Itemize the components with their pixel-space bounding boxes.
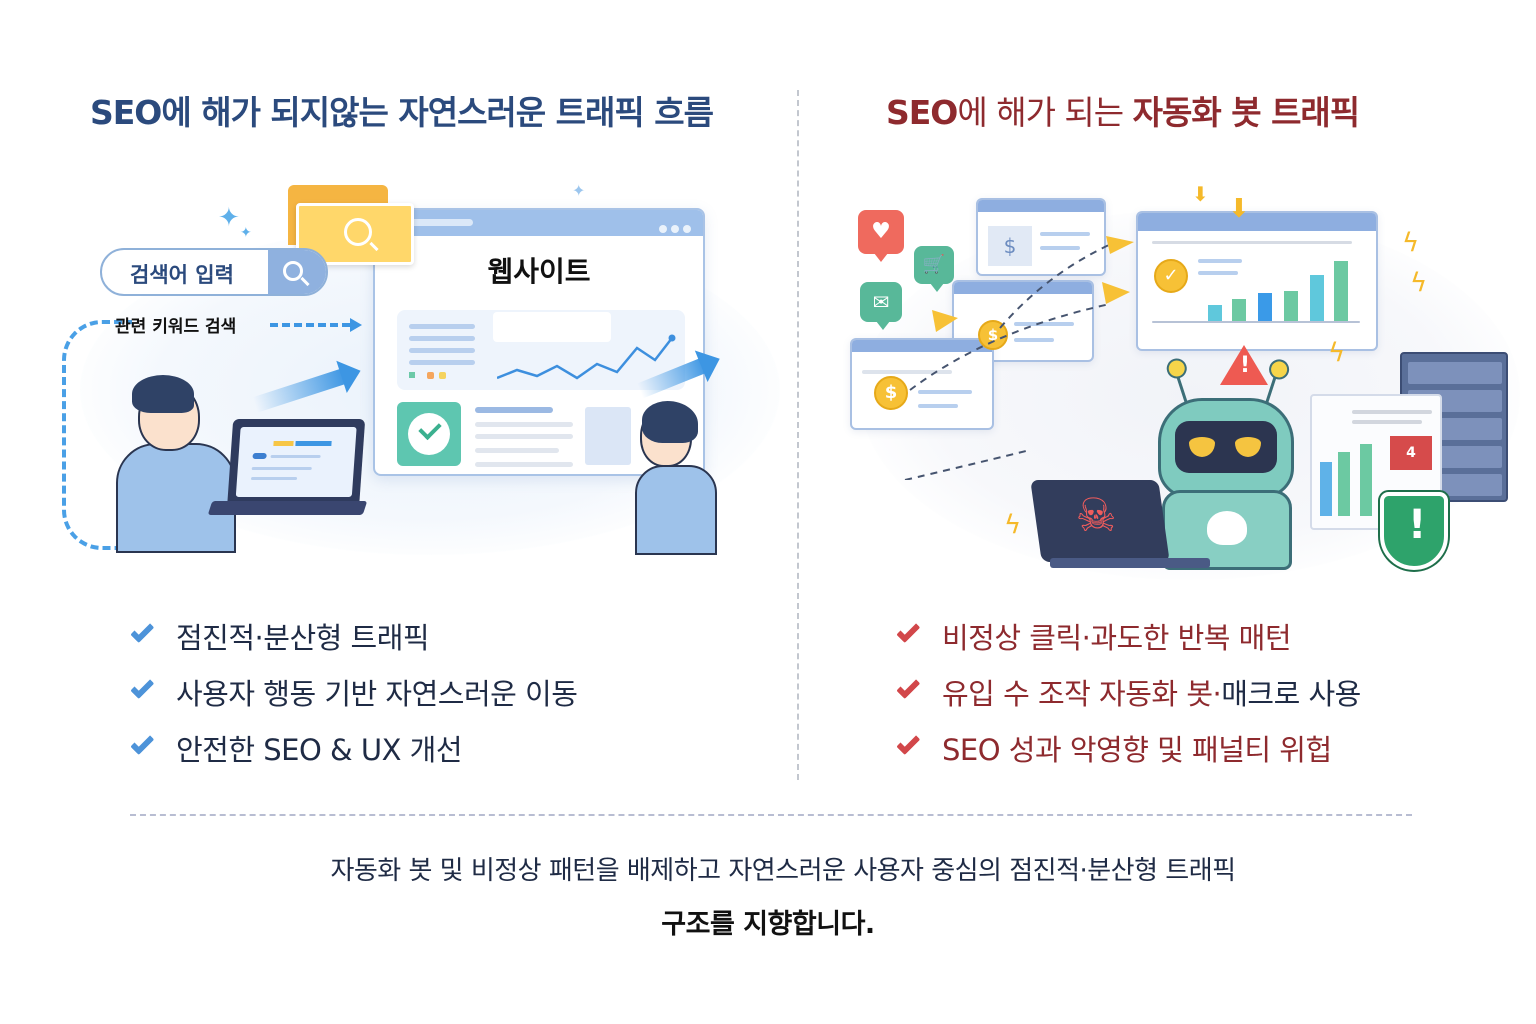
check-icon xyxy=(130,619,155,644)
natural-traffic-illustration: ✦ ✦ ✦ 웹사이트 xyxy=(50,165,780,565)
check-icon xyxy=(896,731,921,756)
warning-triangle-icon xyxy=(1220,345,1268,385)
lightning-icon: ϟ xyxy=(1004,510,1022,540)
list-item: SEO 성과 악영향 및 패널티 위헙 xyxy=(896,720,1361,776)
laptop-icon xyxy=(226,419,366,511)
search-box-label: 검색어 입력 xyxy=(130,263,234,287)
report-badge: 4 xyxy=(1390,436,1432,470)
sparkle-icon: ✦ xyxy=(218,203,240,233)
loop-dashed-arrow xyxy=(62,320,132,550)
dashed-flow-lines xyxy=(904,236,1134,480)
dollar-coin-icon: $ xyxy=(978,320,1008,350)
website-window: 웹사이트 xyxy=(373,208,705,476)
right-panel-title: SEO에 해가 되는 자동화 봇 트래픽 xyxy=(886,86,1360,134)
list-item: 비정상 클릭·과도한 반복 매턴 xyxy=(896,608,1361,664)
check-badge-icon: ✓ xyxy=(1154,259,1188,293)
browser-bar xyxy=(375,210,703,236)
left-bullet-list: 점진적·분산형 트래픽 사용자 행동 기반 자연스러운 이동 안전한 SEO &… xyxy=(130,608,578,776)
analytics-window: ✓ xyxy=(1136,211,1378,351)
right-title-prefix: SEO xyxy=(886,93,958,132)
sparkle-icon: ✦ xyxy=(572,181,586,200)
keyword-flow-label: 관련 키워드 검색 xyxy=(115,317,237,337)
grid-icon xyxy=(585,407,631,465)
heart-bubble-icon: ♥ xyxy=(858,210,904,262)
right-title-bold: 자동화 봇 트래픽 xyxy=(1132,93,1360,132)
left-panel-title: SEO에 해가 되지않는 자연스러운 트래픽 흐름 xyxy=(90,93,714,132)
lightning-icon: ϟ xyxy=(1328,338,1346,368)
address-bar xyxy=(393,219,473,226)
search-box: 검색어 입력 xyxy=(100,248,328,296)
search-icon xyxy=(283,261,303,281)
check-icon xyxy=(130,731,155,756)
website-label: 웹사이트 xyxy=(487,255,591,288)
lightning-icon: ϟ xyxy=(1410,268,1428,298)
traffic-chart-card xyxy=(397,310,685,390)
lightning-icon: ϟ xyxy=(1402,228,1420,258)
search-button xyxy=(268,250,326,294)
horizontal-divider xyxy=(130,814,1412,816)
shield-alert-icon xyxy=(1380,492,1448,570)
trend-line-icon xyxy=(497,334,676,380)
browser-window: $ xyxy=(976,198,1106,276)
bot-traffic-illustration: ♥ 🛒 ✉ $ $ $ ✓ xyxy=(840,180,1520,580)
window-dots xyxy=(655,218,691,237)
check-icon xyxy=(397,402,461,466)
list-item: 유입 수 조작 자동화 봇·매크로 사용 xyxy=(896,664,1361,720)
check-icon xyxy=(896,619,921,644)
summary-line-1: 자동화 봇 및 비정상 패턴을 배제하고 자연스러운 사용자 중심의 점진적·분… xyxy=(330,856,1236,886)
right-bullet-list: 비정상 클릭·과도한 반복 매턴 유입 수 조작 자동화 봇·매크로 사용 SE… xyxy=(896,608,1361,776)
summary-line-2: 구조를 지향합니다. xyxy=(661,909,875,940)
cart-bubble-icon: 🛒 xyxy=(914,246,954,292)
check-icon xyxy=(896,675,921,700)
mail-bubble-icon: ✉ xyxy=(860,282,902,330)
list-item: 사용자 행동 기반 자연스러운 이동 xyxy=(130,664,578,720)
vertical-divider xyxy=(797,90,799,780)
list-item: 안전한 SEO & UX 개선 xyxy=(130,720,577,776)
dollar-coin-icon: $ xyxy=(874,376,908,410)
robot-icon xyxy=(1158,398,1294,498)
arrow-down-icon: ⬇ xyxy=(1228,194,1250,224)
dashed-arrow-right-icon xyxy=(270,318,362,332)
sparkle-icon: ✦ xyxy=(240,225,252,241)
skull-laptop-icon: ☠ xyxy=(1030,480,1170,562)
right-title-light: 에 해가 되는 xyxy=(957,93,1133,132)
list-item: 점진적·분산형 트래픽 xyxy=(130,608,577,664)
arrow-down-icon: ⬇ xyxy=(1192,182,1209,206)
check-icon xyxy=(130,675,155,700)
